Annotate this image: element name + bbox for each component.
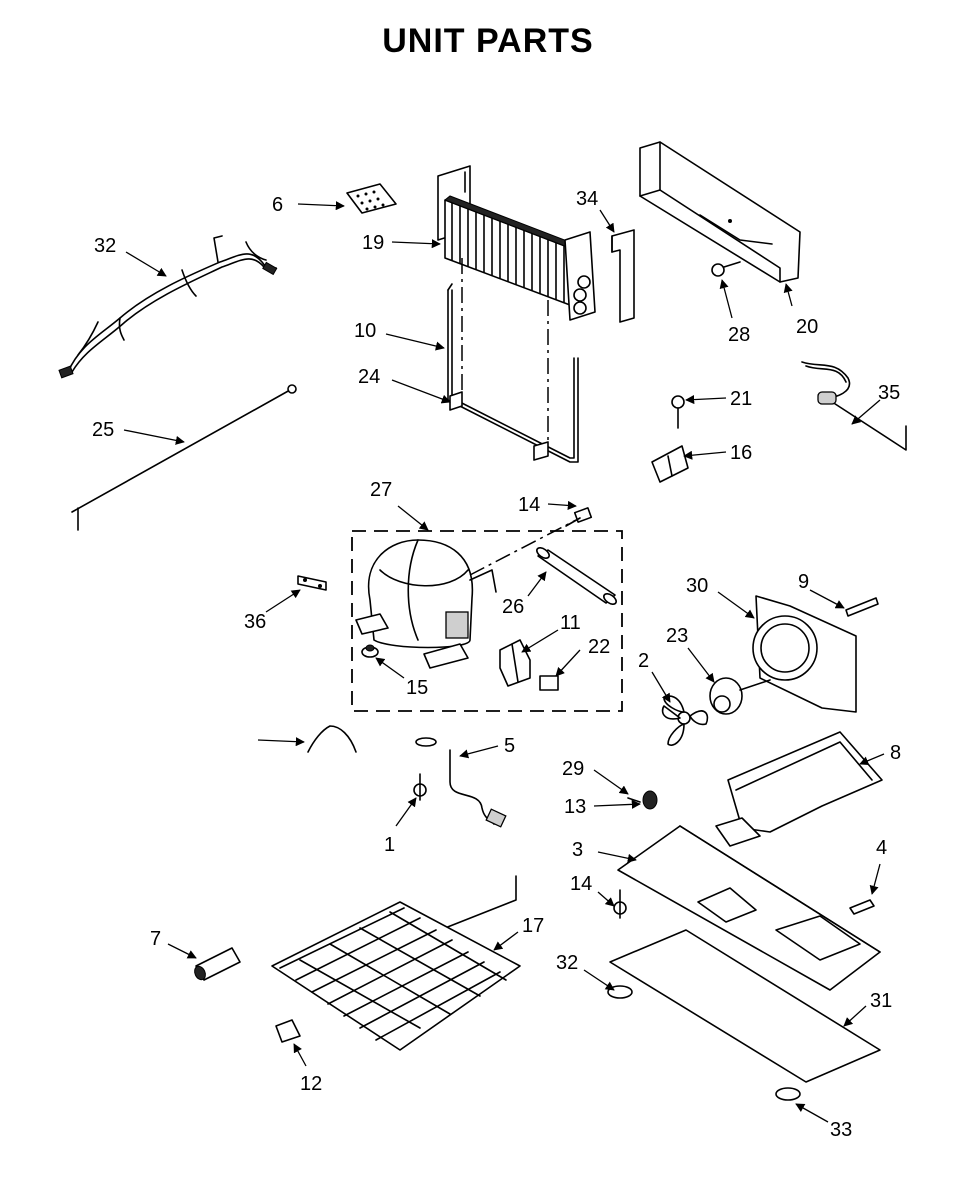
part-19-screw bbox=[671, 395, 685, 429]
callout-15: 15 bbox=[406, 677, 428, 699]
part-17-clip bbox=[651, 445, 689, 483]
callout-26: 27 bbox=[370, 479, 392, 501]
callout-8: 8 bbox=[890, 742, 901, 764]
callout-29: 30 bbox=[686, 575, 708, 597]
callout-labels: 6 19 34 20 28 32 10 24 25 21 19 16 35 27… bbox=[92, 188, 901, 1141]
part-16-coil bbox=[271, 875, 521, 1051]
part-8-drain-pan bbox=[715, 731, 883, 847]
leader-lines bbox=[123, 201, 885, 1123]
callout-20: 19 bbox=[362, 232, 384, 254]
callout-14-upper: 14 bbox=[518, 494, 540, 516]
callout-27: 28 bbox=[728, 324, 750, 346]
callout-16: 17 bbox=[522, 915, 544, 937]
callout-34: 35 bbox=[878, 382, 900, 404]
part-27-screw bbox=[711, 261, 741, 277]
part-33-bracket bbox=[611, 229, 635, 323]
part-3-base-plate bbox=[617, 825, 881, 991]
callout-33: 34 bbox=[576, 188, 598, 210]
part-22-fan-motor bbox=[709, 677, 771, 715]
part-18-duct bbox=[639, 141, 801, 283]
part-21-overload bbox=[539, 675, 559, 691]
callout-3: 3 bbox=[572, 839, 583, 861]
part-4-screw bbox=[849, 899, 875, 915]
callout-25: 26 bbox=[502, 596, 524, 618]
callout-13: 13 bbox=[564, 796, 586, 818]
callout-14-lower: 14 bbox=[570, 873, 592, 895]
part-36-wire bbox=[307, 725, 357, 753]
callout-22: 23 bbox=[666, 625, 688, 647]
part-11-relay bbox=[499, 639, 531, 687]
part-14-screw-lower bbox=[613, 889, 627, 919]
part-5-drain-tube bbox=[415, 737, 507, 828]
callout-7: 7 bbox=[150, 928, 161, 950]
part-13-grommet bbox=[642, 790, 658, 810]
part-12-clip bbox=[275, 1019, 301, 1043]
part-29-fan-shroud bbox=[752, 595, 857, 713]
part-1-screw bbox=[413, 773, 427, 801]
part-10-23-heater bbox=[447, 283, 579, 463]
part-32-foot-right bbox=[775, 1087, 801, 1101]
callout-31: 31 bbox=[870, 990, 892, 1012]
alignment-line-compressor bbox=[469, 519, 577, 576]
part-34-capillary bbox=[801, 361, 907, 451]
callout-9: 9 bbox=[798, 571, 809, 593]
diagram-title: UNIT PARTS bbox=[382, 22, 594, 60]
part-9-screw bbox=[845, 597, 879, 617]
callout-19: 21 bbox=[730, 388, 752, 410]
part-24-tube bbox=[71, 384, 297, 531]
callout-1: 1 bbox=[384, 834, 395, 856]
callout-2: 2 bbox=[638, 650, 649, 672]
part-2-fan-blade bbox=[661, 695, 709, 746]
callout-23: 24 bbox=[358, 366, 380, 388]
callout-32-right: 33 bbox=[830, 1119, 852, 1141]
part-30-wire-harness bbox=[58, 235, 278, 379]
part-25-drier bbox=[536, 547, 617, 605]
callout-11: 11 bbox=[560, 612, 581, 634]
callout-4: 4 bbox=[876, 837, 887, 859]
part-7-tube-insulation bbox=[194, 947, 241, 981]
part-20-coil bbox=[437, 165, 596, 321]
callout-5: 5 bbox=[504, 735, 515, 757]
part-14-screw-upper bbox=[565, 507, 593, 527]
callout-28: 29 bbox=[562, 758, 584, 780]
part-15-grommet bbox=[361, 644, 379, 658]
part-28-spring bbox=[627, 797, 641, 803]
part-6-plate bbox=[346, 183, 397, 214]
callout-10: 10 bbox=[354, 320, 376, 342]
callout-30: 32 bbox=[94, 235, 116, 257]
callout-12: 12 bbox=[300, 1073, 322, 1095]
callout-17-label: 16 bbox=[730, 442, 752, 464]
part-31-pad bbox=[609, 929, 881, 1083]
callout-32-left: 32 bbox=[556, 952, 578, 974]
part-26-compressor bbox=[355, 539, 497, 669]
callout-35: 36 bbox=[244, 611, 266, 633]
callout-24: 25 bbox=[92, 419, 114, 441]
callout-21: 22 bbox=[588, 636, 610, 658]
callout-6: 6 bbox=[272, 194, 283, 216]
part-35-bracket bbox=[297, 575, 327, 591]
callout-18: 20 bbox=[796, 316, 818, 338]
compressor-group-box bbox=[351, 530, 623, 712]
